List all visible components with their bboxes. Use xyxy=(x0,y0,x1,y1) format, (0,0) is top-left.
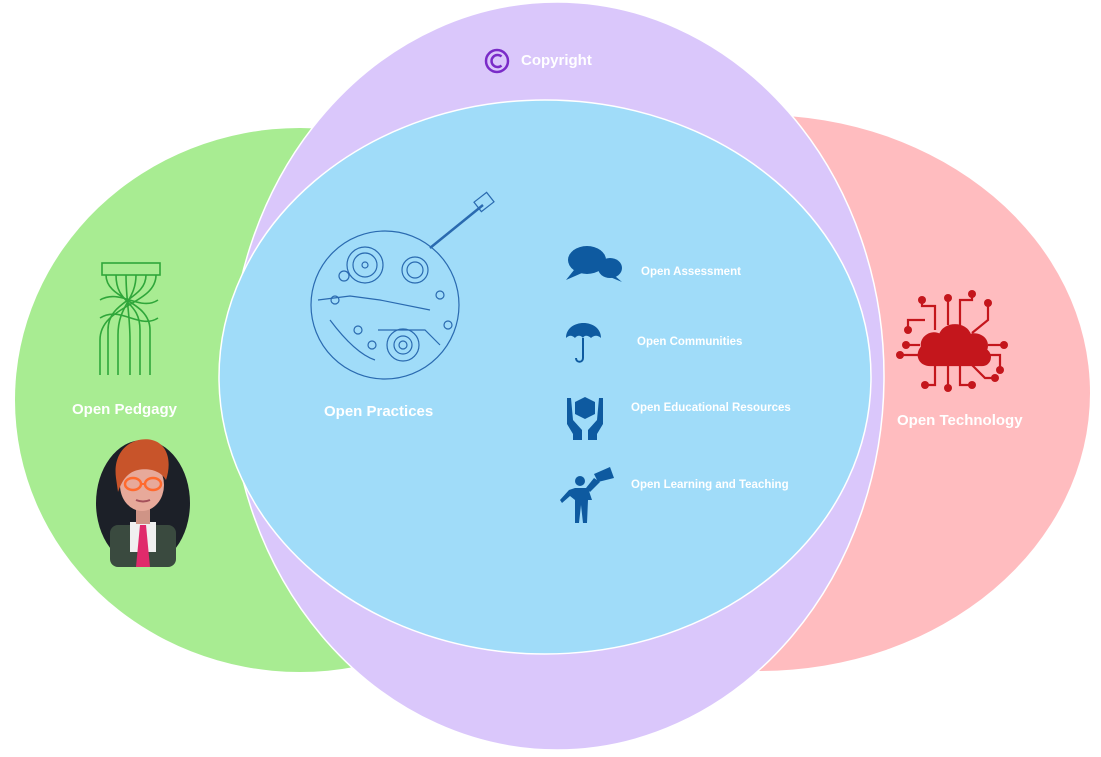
person-megaphone-icon xyxy=(560,467,614,523)
technology-label: Open Technology xyxy=(897,412,1023,429)
umbrella-icon xyxy=(566,323,601,363)
speech-bubbles-icon xyxy=(566,246,622,282)
hands-holding-box-icon xyxy=(567,397,603,440)
cloud-circuit-icon xyxy=(896,290,1008,392)
practice-item-open-learning-teaching: Open Learning and Teaching xyxy=(631,479,789,491)
practices-ellipse xyxy=(218,99,872,655)
clockwork-icon xyxy=(310,191,495,380)
practice-item-open-educational-resources: Open Educational Resources xyxy=(631,402,791,414)
pedagogy-label: Open Pedgagy xyxy=(72,401,178,418)
practice-item-open-assessment: Open Assessment xyxy=(641,266,741,278)
avatar xyxy=(96,439,190,567)
copyright-label: Copyright xyxy=(521,52,592,69)
braid-icon xyxy=(99,262,161,375)
copyright-icon xyxy=(484,48,510,74)
practice-item-open-communities: Open Communities xyxy=(637,336,743,348)
practices-label: Open Practices xyxy=(324,403,434,420)
